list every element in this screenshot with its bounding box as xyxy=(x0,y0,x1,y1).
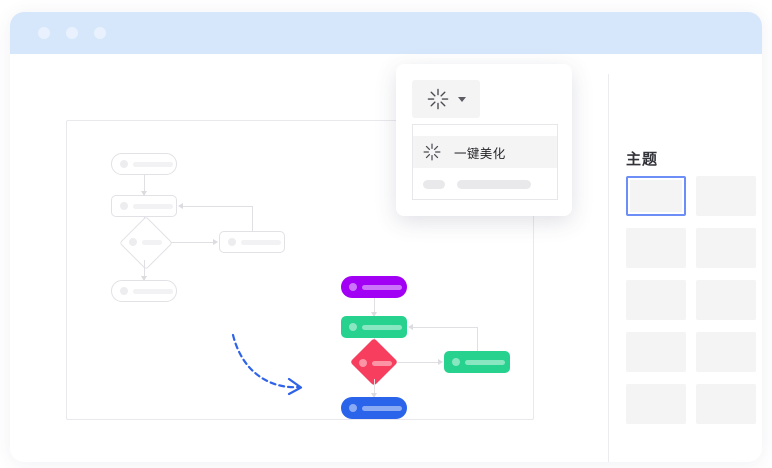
node-label-placeholder xyxy=(241,239,281,245)
connector-loop-horizontal xyxy=(183,206,252,207)
flow-before-node-process2[interactable] xyxy=(219,231,285,253)
connector-decision-end xyxy=(374,379,375,397)
window-dot-close[interactable] xyxy=(38,27,50,39)
window-dot-maximize[interactable] xyxy=(94,27,106,39)
theme-swatch-10[interactable] xyxy=(696,384,756,424)
node-dot-icon xyxy=(120,160,128,168)
node-label-placeholder xyxy=(362,284,402,290)
arrow-right-icon xyxy=(438,358,443,365)
arrow-down-icon xyxy=(140,191,147,196)
window-body: 一键美化 主题 xyxy=(10,54,762,462)
menu-item-placeholder[interactable] xyxy=(423,180,531,189)
flow-after-node-process2[interactable] xyxy=(444,351,510,373)
node-label-placeholder xyxy=(372,360,392,366)
app-window: 一键美化 主题 xyxy=(10,12,762,462)
connector-start-process1 xyxy=(374,298,375,316)
node-dot-icon xyxy=(349,323,357,331)
connector-loop-vertical xyxy=(252,206,253,231)
node-label-placeholder xyxy=(465,359,505,365)
theme-swatch-9[interactable] xyxy=(626,384,686,424)
dashed-curved-arrow-icon xyxy=(231,333,303,396)
menu-item-label: 一键美化 xyxy=(454,146,506,161)
connector-decision-process2 xyxy=(171,242,213,243)
flow-after-node-process1[interactable] xyxy=(341,316,407,338)
flow-after-decision-content xyxy=(359,359,392,367)
flow-after-node-start[interactable] xyxy=(341,276,407,298)
placeholder-label xyxy=(457,180,531,189)
node-dot-icon xyxy=(349,404,357,412)
connector-loop-horizontal xyxy=(413,327,477,328)
theme-swatch-7[interactable] xyxy=(626,332,686,372)
theme-swatch-1[interactable] xyxy=(626,176,686,216)
arrow-down-icon xyxy=(370,312,377,317)
theme-swatch-4[interactable] xyxy=(696,228,756,268)
node-label-placeholder xyxy=(142,239,162,245)
flow-before-node-end[interactable] xyxy=(111,280,177,302)
window-controls xyxy=(38,27,106,39)
theme-panel-title: 主题 xyxy=(626,151,659,168)
flow-after-node-end[interactable] xyxy=(341,397,407,419)
chevron-down-icon[interactable] xyxy=(457,96,466,102)
placeholder-icon xyxy=(423,180,445,189)
connector-decision-end xyxy=(144,260,145,280)
sidebar-divider xyxy=(608,74,609,462)
sparkle-icon xyxy=(427,88,448,110)
sparkle-icon xyxy=(423,143,441,161)
connector-start-process1 xyxy=(144,175,145,195)
theme-swatch-5[interactable] xyxy=(626,280,686,320)
node-dot-icon xyxy=(129,238,137,246)
node-label-placeholder xyxy=(133,288,173,294)
node-label-placeholder xyxy=(133,161,173,167)
node-dot-icon xyxy=(228,238,236,246)
theme-swatch-3[interactable] xyxy=(626,228,686,268)
beautify-dropdown-menu: 一键美化 xyxy=(412,124,558,200)
connector-loop-vertical xyxy=(477,327,478,351)
theme-swatch-6[interactable] xyxy=(696,280,756,320)
node-label-placeholder xyxy=(362,405,402,411)
arrow-left-icon xyxy=(408,323,413,330)
arrow-down-icon xyxy=(370,393,377,398)
node-dot-icon xyxy=(452,358,460,366)
arrow-down-icon xyxy=(140,276,147,281)
menu-item-one-click-beautify[interactable]: 一键美化 xyxy=(413,136,557,168)
theme-swatch-8[interactable] xyxy=(696,332,756,372)
theme-swatch-2[interactable] xyxy=(696,176,756,216)
node-dot-icon xyxy=(349,283,357,291)
node-dot-icon xyxy=(120,287,128,295)
node-label-placeholder xyxy=(133,203,173,209)
title-bar xyxy=(10,12,762,54)
flow-before-node-start[interactable] xyxy=(111,153,177,175)
node-label-placeholder xyxy=(362,324,402,330)
connector-decision-process2 xyxy=(398,362,438,363)
node-dot-icon xyxy=(120,202,128,210)
flow-before-node-process1[interactable] xyxy=(111,195,177,217)
flow-before-decision-content xyxy=(129,238,162,246)
node-dot-icon xyxy=(359,359,367,367)
theme-swatch-grid xyxy=(626,176,762,424)
window-dot-minimize[interactable] xyxy=(66,27,78,39)
arrow-right-icon xyxy=(213,238,218,245)
arrow-left-icon xyxy=(178,202,183,209)
beautify-popover: 一键美化 xyxy=(396,64,572,216)
beautify-toolbar-button[interactable] xyxy=(412,80,480,118)
